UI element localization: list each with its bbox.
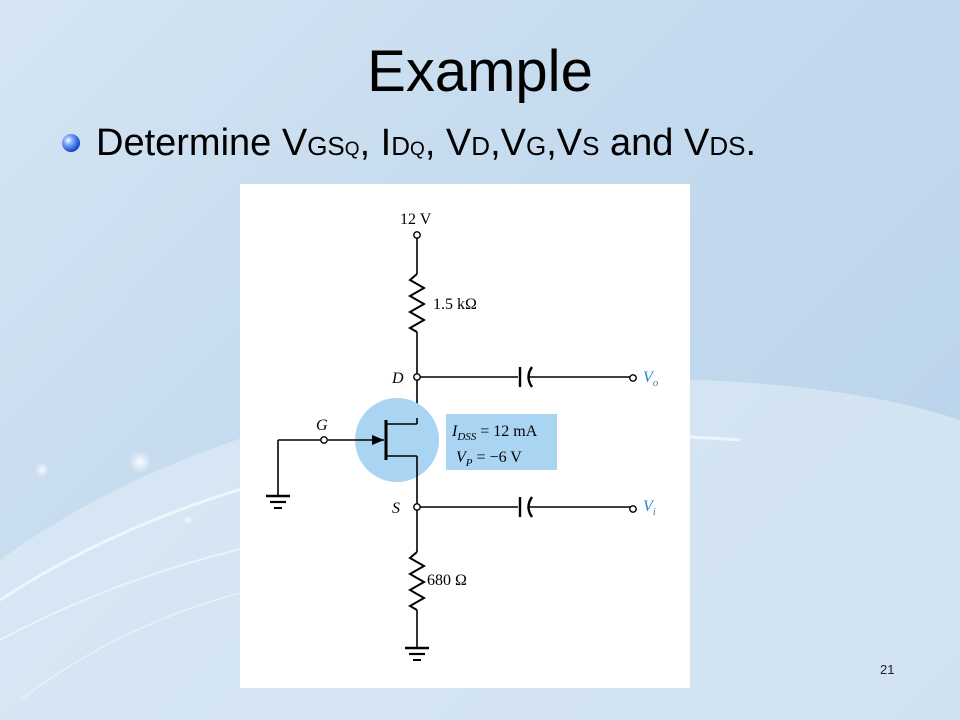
vo-terminal xyxy=(629,374,637,382)
bullet-text: Determine VGSQ, IDQ, VD,VG,VS and VDS. xyxy=(96,122,756,165)
gate-terminal xyxy=(320,436,328,444)
rd-label: 1.5 kΩ xyxy=(433,296,477,313)
circuit-figure: 12 V 1.5 kΩ D Vo xyxy=(240,184,690,688)
source-node xyxy=(413,503,421,511)
bullet-sep4: ,V xyxy=(546,122,583,164)
drain-label: D xyxy=(391,370,404,387)
bullet-sep2: , V xyxy=(424,122,472,164)
vgsq-sub-gs: GS xyxy=(307,131,345,161)
bullet-and: and V xyxy=(599,122,710,164)
parameters-box xyxy=(446,414,557,470)
vi-label: Vi xyxy=(643,498,656,518)
slide-title: Example xyxy=(367,39,593,104)
supply-label: 12 V xyxy=(400,211,432,228)
bullet-sep3: ,V xyxy=(490,122,526,164)
bullet-dot-icon xyxy=(62,134,80,152)
output-capacitor-plate-2 xyxy=(527,366,534,388)
vg-sub: G xyxy=(525,131,547,161)
gate-label: G xyxy=(316,417,328,434)
source-label: S xyxy=(392,500,400,517)
page-number: 21 xyxy=(880,662,895,677)
idq-sub-q: Q xyxy=(410,139,425,160)
source-resistor xyxy=(407,551,427,611)
rs-label: 680 Ω xyxy=(427,572,467,589)
vgsq-sub-q: Q xyxy=(344,139,360,160)
jfet-circuit-diagram: 12 V 1.5 kΩ D Vo xyxy=(266,211,659,661)
gate-arrow-icon xyxy=(372,435,384,445)
idss-param: IDSS= 12 mA xyxy=(451,423,538,443)
bullet-prefix: Determine V xyxy=(96,122,308,164)
drain-node xyxy=(413,373,421,381)
idq-sub-d: D xyxy=(391,131,411,161)
vds-sub: DS xyxy=(709,131,746,161)
vi-terminal xyxy=(629,505,637,513)
vs-sub: S xyxy=(582,131,600,161)
supply-terminal xyxy=(413,231,421,239)
bullet-end: . xyxy=(745,122,757,164)
vp-param: VP= −6 V xyxy=(456,449,522,469)
bullet-sep1: , I xyxy=(359,122,392,164)
drain-resistor xyxy=(407,273,427,333)
input-capacitor-plate-2 xyxy=(527,496,534,518)
vo-label: Vo xyxy=(643,369,659,389)
vd-sub: D xyxy=(471,131,491,161)
jfet-highlight xyxy=(355,398,439,482)
